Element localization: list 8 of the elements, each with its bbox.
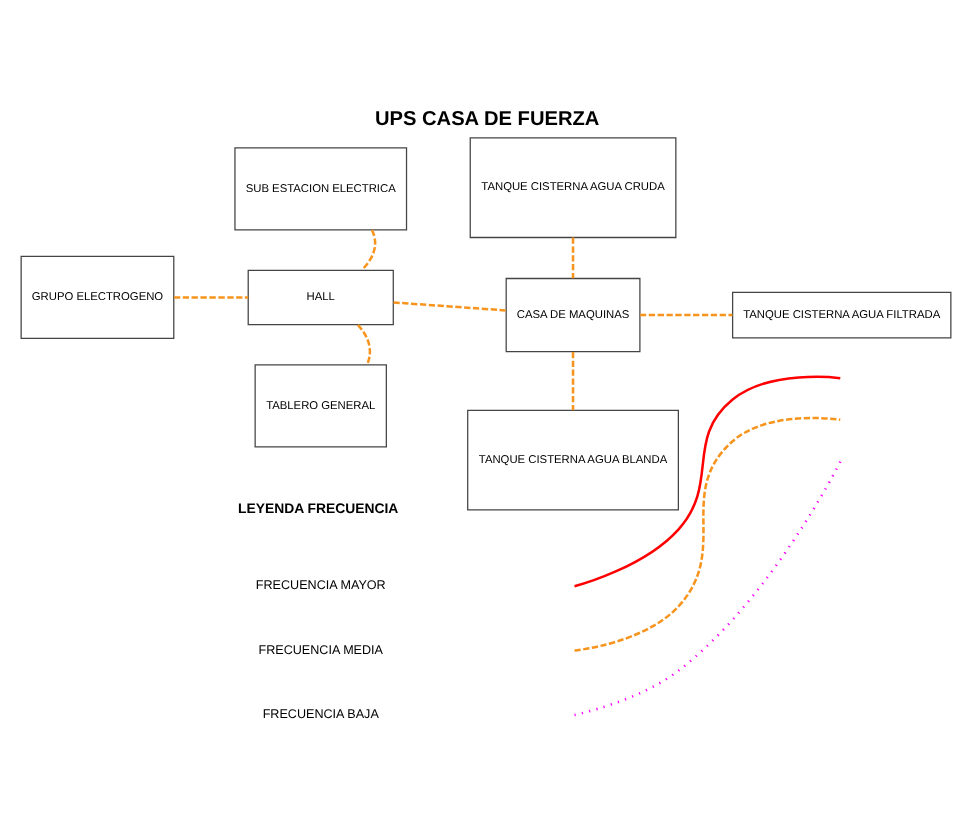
diagram-title: UPS CASA DE FUERZA: [374, 108, 600, 131]
connector: [356, 324, 372, 366]
connector: [174, 296, 249, 299]
connector: [361, 229, 377, 271]
connector: [571, 237, 575, 279]
connector: [571, 351, 575, 411]
connector: [393, 301, 507, 312]
connector: [640, 313, 733, 317]
